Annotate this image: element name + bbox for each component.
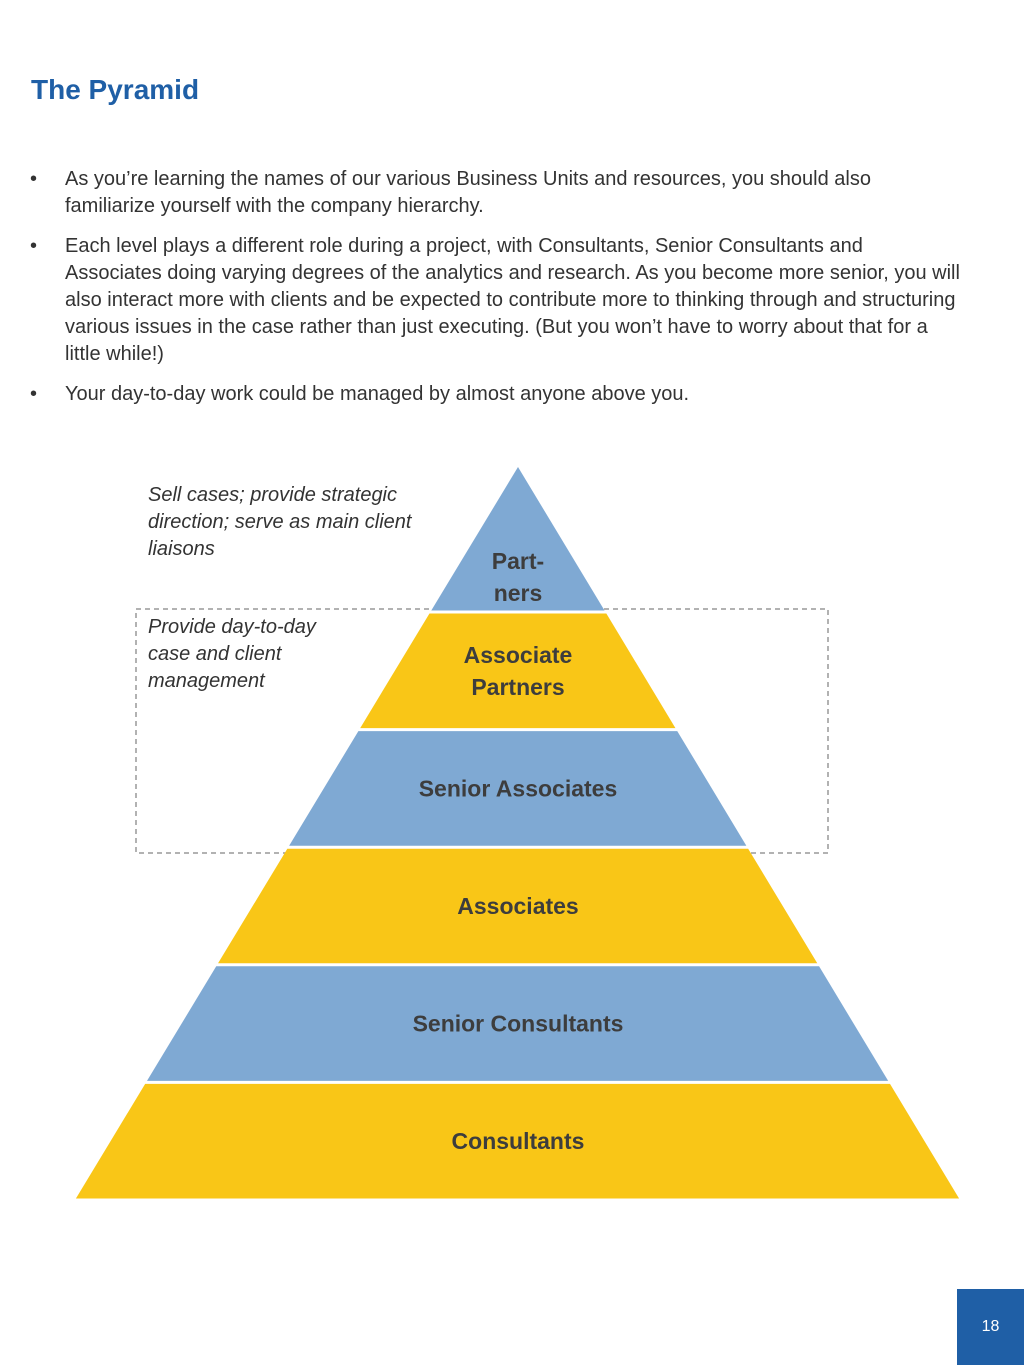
bullet-text: Your day-to-day work could be managed by…: [65, 383, 690, 405]
pyramid-label-associates: Associates: [457, 893, 578, 919]
bullet-marker: •: [30, 168, 38, 190]
partners-role-note: Sell cases; provide strategic direction;…: [148, 484, 412, 560]
management-role-note: Provide day-to-day case and client manag…: [148, 616, 316, 692]
pyramid-level-part-ners: [431, 467, 605, 611]
pyramid-label-line: Consultants: [452, 1128, 585, 1154]
bullet-text: Each level plays a different role during…: [65, 235, 960, 365]
bullet-item: • As you’re learning the names of our va…: [30, 166, 960, 220]
pyramid-label-line: Partners: [471, 674, 564, 700]
pyramid-label-senior-consultants: Senior Consultants: [413, 1011, 624, 1037]
pyramid-label-senior-associates: Senior Associates: [419, 775, 618, 801]
bullet-marker: •: [30, 383, 38, 405]
pyramid-label-line: Senior Associates: [419, 775, 618, 801]
pyramid-label-line: Senior Consultants: [413, 1011, 624, 1037]
pyramid-label-line: Associate: [464, 642, 573, 668]
page-number-badge: 18: [957, 1289, 1024, 1365]
pyramid-label-line: Associates: [457, 893, 578, 919]
pyramid-label-consultants: Consultants: [452, 1128, 585, 1154]
pyramid-level-associate-partners: [360, 613, 676, 729]
pyramid-label-part-ners: Part-ners: [492, 548, 544, 606]
pyramid-level-consultants: [75, 1083, 960, 1199]
bullet-text: As you’re learning the names of our vari…: [65, 168, 871, 217]
pyramid-label-line: Part-: [492, 548, 544, 574]
bullet-item: • Your day-to-day work could be managed …: [30, 381, 960, 408]
pyramid-level-associates: [218, 848, 818, 964]
bullet-marker: •: [30, 235, 38, 257]
page-title: The Pyramid: [31, 74, 200, 105]
pyramid-level-senior-associates: [289, 731, 747, 846]
pyramid-level-senior-consultants: [146, 966, 889, 1081]
pyramid-label-line: ners: [494, 580, 543, 606]
bullet-list: • As you’re learning the names of our va…: [30, 166, 960, 421]
page-number: 18: [981, 1318, 1000, 1335]
bullet-item: • Each level plays a different role duri…: [30, 233, 960, 368]
